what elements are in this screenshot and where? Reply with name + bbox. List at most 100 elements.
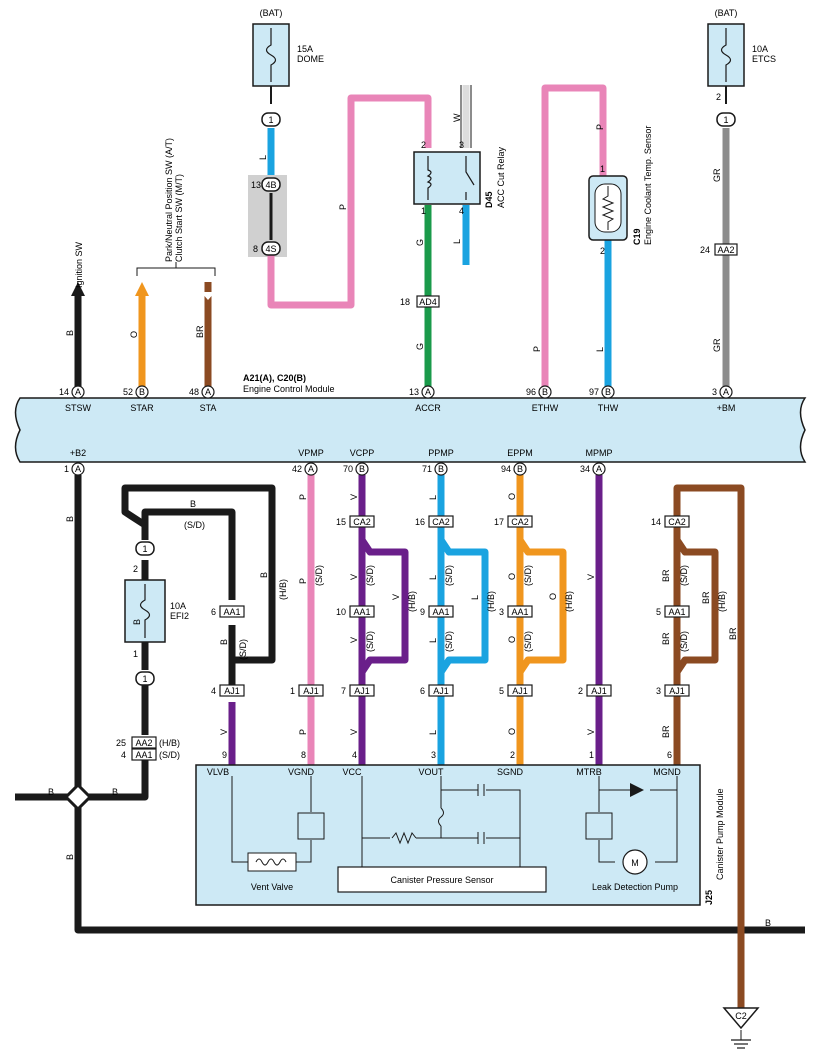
conn-label: AA1 bbox=[511, 607, 528, 617]
svg-text:4S: 4S bbox=[265, 244, 276, 254]
engine-control-module: A21(A), C20(B) Engine Control Module bbox=[14, 373, 807, 463]
svg-text:1: 1 bbox=[133, 649, 138, 659]
conn-label: AJ1 bbox=[303, 686, 319, 696]
pin-term: STAR bbox=[130, 403, 154, 413]
connector-1-efi2-top: 1 bbox=[135, 541, 155, 556]
junction-4b: 4B 13 bbox=[251, 177, 281, 192]
svg-text:AA1: AA1 bbox=[135, 750, 152, 760]
conn-label: AJ1 bbox=[669, 686, 685, 696]
pin-term: VCC bbox=[342, 767, 362, 777]
svg-text:(BAT): (BAT) bbox=[260, 8, 283, 18]
connector-aa1: AA1 5 bbox=[656, 605, 690, 618]
pin-num: 42 bbox=[292, 464, 302, 474]
svg-text:V: V bbox=[586, 574, 596, 580]
pin-num: 34 bbox=[580, 464, 590, 474]
pin-num: 1 bbox=[589, 750, 594, 760]
svg-text:O: O bbox=[507, 493, 517, 500]
pin-term: EPPM bbox=[507, 448, 533, 458]
svg-text:10A: 10A bbox=[170, 601, 186, 611]
svg-text:L: L bbox=[470, 595, 480, 600]
conn-label: AA1 bbox=[668, 607, 685, 617]
ecm-pin-b2: A1+B2 bbox=[64, 448, 86, 476]
pin-num: 9 bbox=[222, 750, 227, 760]
wire-blue-ppmp-loop bbox=[438, 538, 489, 674]
svg-text:AA2: AA2 bbox=[135, 738, 152, 748]
pin-term: STSW bbox=[65, 403, 92, 413]
wire-black-b2 bbox=[74, 475, 805, 934]
conn-num: 7 bbox=[341, 686, 346, 696]
pin-num: 14 bbox=[59, 387, 69, 397]
conn-label: AJ1 bbox=[512, 686, 528, 696]
wire-pink-to-relay bbox=[267, 94, 432, 309]
vent-valve: Vent Valve bbox=[247, 852, 297, 892]
connector-aa2-aa1-left: AA2 AA1 25 4 (H/B) (S/D) bbox=[116, 736, 180, 761]
pin-num: 8 bbox=[301, 750, 306, 760]
lower-wire-codes: B B B B B B (S/D) B B (S/D) B (H/B) V P … bbox=[48, 493, 771, 928]
svg-text:L: L bbox=[258, 155, 268, 160]
svg-text:O: O bbox=[129, 331, 139, 338]
svg-text:Leak Detection Pump: Leak Detection Pump bbox=[592, 882, 678, 892]
conn-num: 16 bbox=[415, 517, 425, 527]
conn-label: AJ1 bbox=[591, 686, 607, 696]
pin-term: VPMP bbox=[298, 448, 324, 458]
conn-num: 5 bbox=[656, 607, 661, 617]
pin-conn: A bbox=[205, 387, 211, 397]
canister-internals bbox=[231, 776, 678, 868]
svg-text:G: G bbox=[415, 343, 425, 350]
conn-num: 3 bbox=[656, 686, 661, 696]
svg-text:2: 2 bbox=[600, 246, 605, 256]
conn-num: 10 bbox=[336, 607, 346, 617]
motor-icon: M bbox=[631, 858, 639, 868]
svg-text:ACC Cut Relay: ACC Cut Relay bbox=[496, 146, 506, 208]
conn-label: CA2 bbox=[432, 517, 450, 527]
svg-text:D45: D45 bbox=[484, 191, 494, 208]
svg-text:B: B bbox=[132, 619, 142, 625]
svg-text:B: B bbox=[65, 330, 75, 336]
pnp-sw-label: Park/Neutral Position SW (A/T) bbox=[164, 138, 174, 262]
connector-aa2-right: AA2 24 bbox=[700, 243, 738, 256]
svg-text:AD4: AD4 bbox=[419, 297, 437, 307]
ignition-sw-label: Ignition SW bbox=[74, 241, 84, 288]
canister-pressure-sensor: Canister Pressure Sensor bbox=[337, 866, 547, 893]
conn-label: CA2 bbox=[511, 517, 529, 527]
conn-num: 6 bbox=[420, 686, 425, 696]
wire-black-left-branch bbox=[15, 760, 149, 801]
svg-text:(S/D): (S/D) bbox=[365, 565, 375, 586]
conn-label: CA2 bbox=[668, 517, 686, 527]
svg-text:13: 13 bbox=[251, 180, 261, 190]
wire-brown-mgnd bbox=[673, 484, 745, 1008]
etcs-fuse: (BAT) 10A ETCS 2 bbox=[707, 8, 776, 104]
pin-term: STA bbox=[200, 403, 217, 413]
svg-text:B: B bbox=[48, 787, 54, 797]
svg-text:15A: 15A bbox=[297, 44, 313, 54]
svg-text:(S/D): (S/D) bbox=[679, 631, 689, 652]
pin-conn: B bbox=[359, 464, 365, 474]
connector-aj1: AJ1 6 bbox=[420, 684, 454, 697]
svg-text:ETCS: ETCS bbox=[752, 54, 776, 64]
svg-text:1: 1 bbox=[268, 115, 273, 125]
svg-text:4B: 4B bbox=[265, 180, 276, 190]
conn-label: AJ1 bbox=[433, 686, 449, 696]
svg-text:O: O bbox=[507, 728, 517, 735]
svg-text:C2: C2 bbox=[735, 1011, 747, 1021]
junction-4s: 4S 8 bbox=[253, 241, 281, 256]
conn-num: 9 bbox=[420, 607, 425, 617]
svg-text:L: L bbox=[452, 239, 462, 244]
svg-text:V: V bbox=[219, 729, 229, 735]
svg-text:O: O bbox=[507, 573, 517, 580]
